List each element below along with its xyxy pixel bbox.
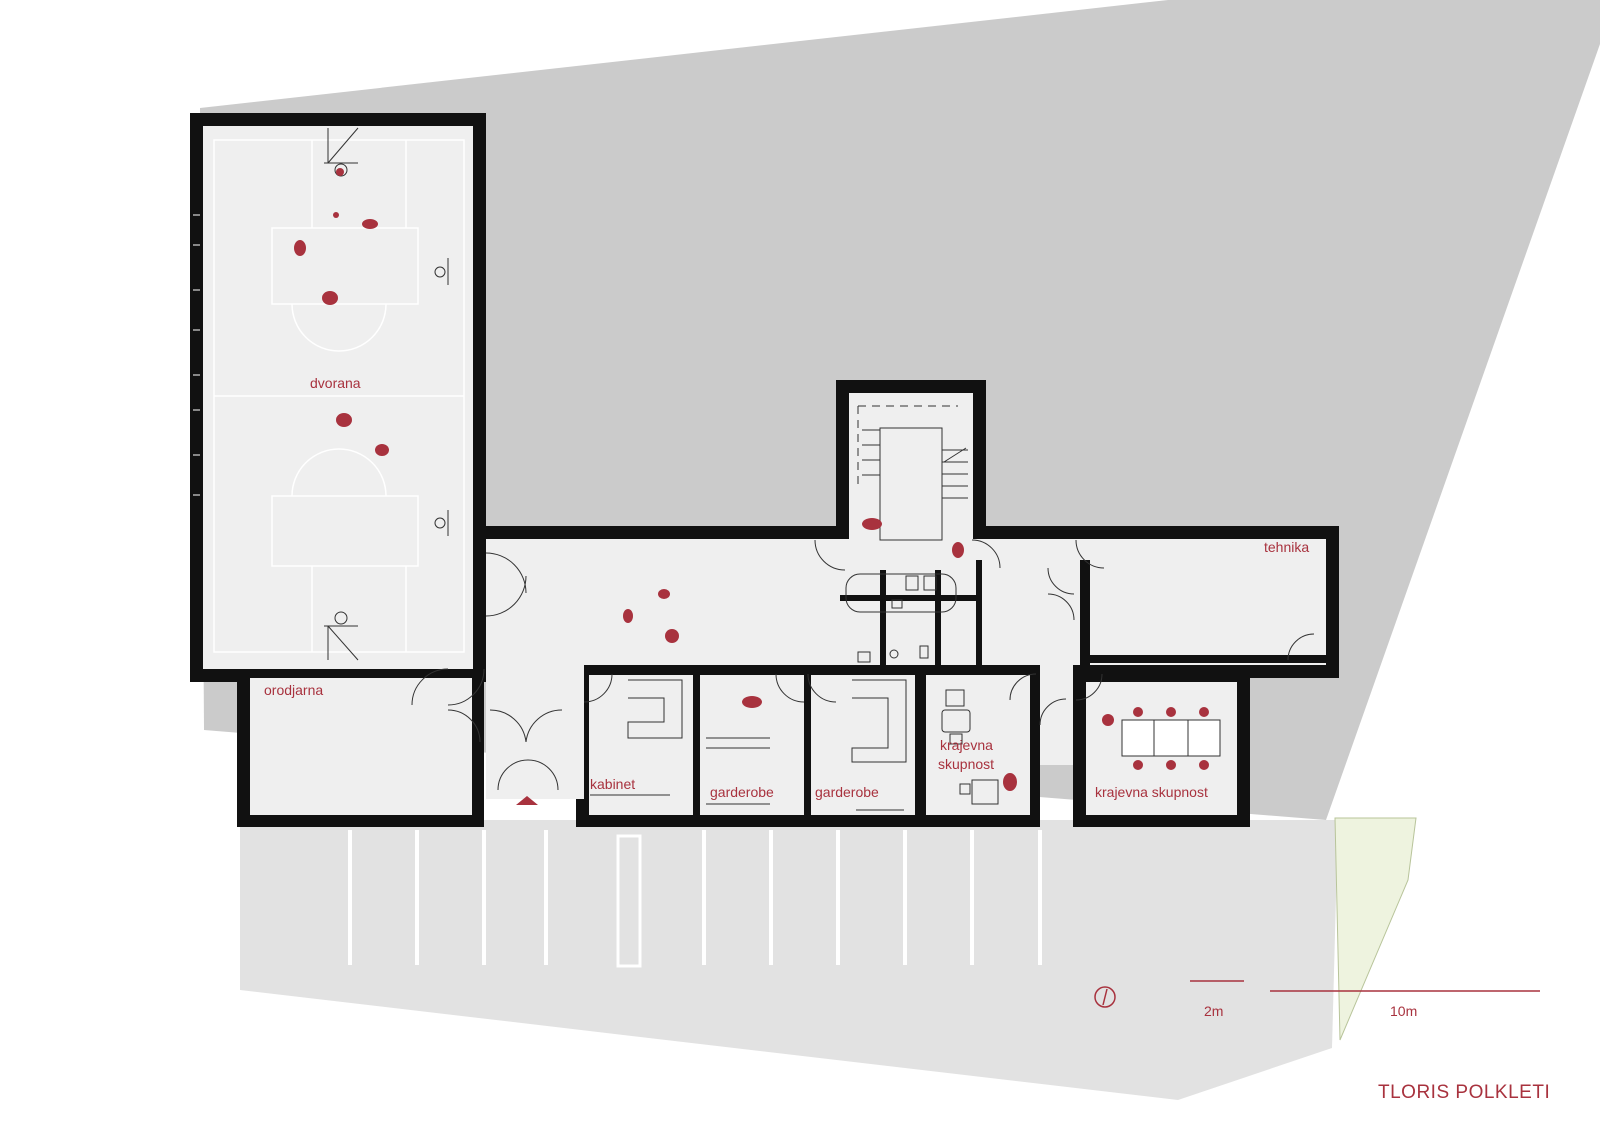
room-label-dvorana: dvorana bbox=[310, 375, 361, 391]
door-swings bbox=[411, 539, 1315, 791]
planted-area bbox=[1334, 817, 1417, 1041]
north-arrow-icon bbox=[1094, 986, 1116, 1008]
hall-windows bbox=[193, 214, 200, 496]
meeting-chairs bbox=[1133, 707, 1209, 770]
changing-furniture bbox=[590, 679, 907, 811]
room-label-krajevna-large: krajevna skupnost bbox=[1095, 784, 1208, 800]
room-label-garderobe-1: garderobe bbox=[710, 784, 774, 800]
entrance-arrow-icon bbox=[516, 796, 538, 805]
plan-title: TLORIS POLKLETI bbox=[1378, 1082, 1550, 1103]
people-figures bbox=[294, 168, 1114, 791]
room-label-kabinet: kabinet bbox=[590, 776, 635, 792]
room-label-orodjarna: orodjarna bbox=[264, 682, 323, 698]
backboards bbox=[324, 127, 449, 661]
meeting-table bbox=[1121, 719, 1221, 757]
room-label-krajevna-small-1: krajevna bbox=[940, 737, 993, 753]
room-label-tehnika: tehnika bbox=[1264, 539, 1309, 555]
room-label-garderobe-2: garderobe bbox=[815, 784, 879, 800]
room-label-krajevna-small-2: skupnost bbox=[938, 756, 994, 772]
court-markings bbox=[213, 139, 465, 653]
sanitary-fixtures bbox=[845, 573, 999, 805]
scale-label-2m: 2m bbox=[1204, 1003, 1223, 1019]
parking-area bbox=[240, 820, 1338, 1100]
parking-lines bbox=[348, 830, 1042, 968]
scale-label-10m: 10m bbox=[1390, 1003, 1417, 1019]
building bbox=[190, 113, 1339, 827]
scale-bars bbox=[1190, 980, 1540, 992]
staircase bbox=[857, 405, 968, 541]
